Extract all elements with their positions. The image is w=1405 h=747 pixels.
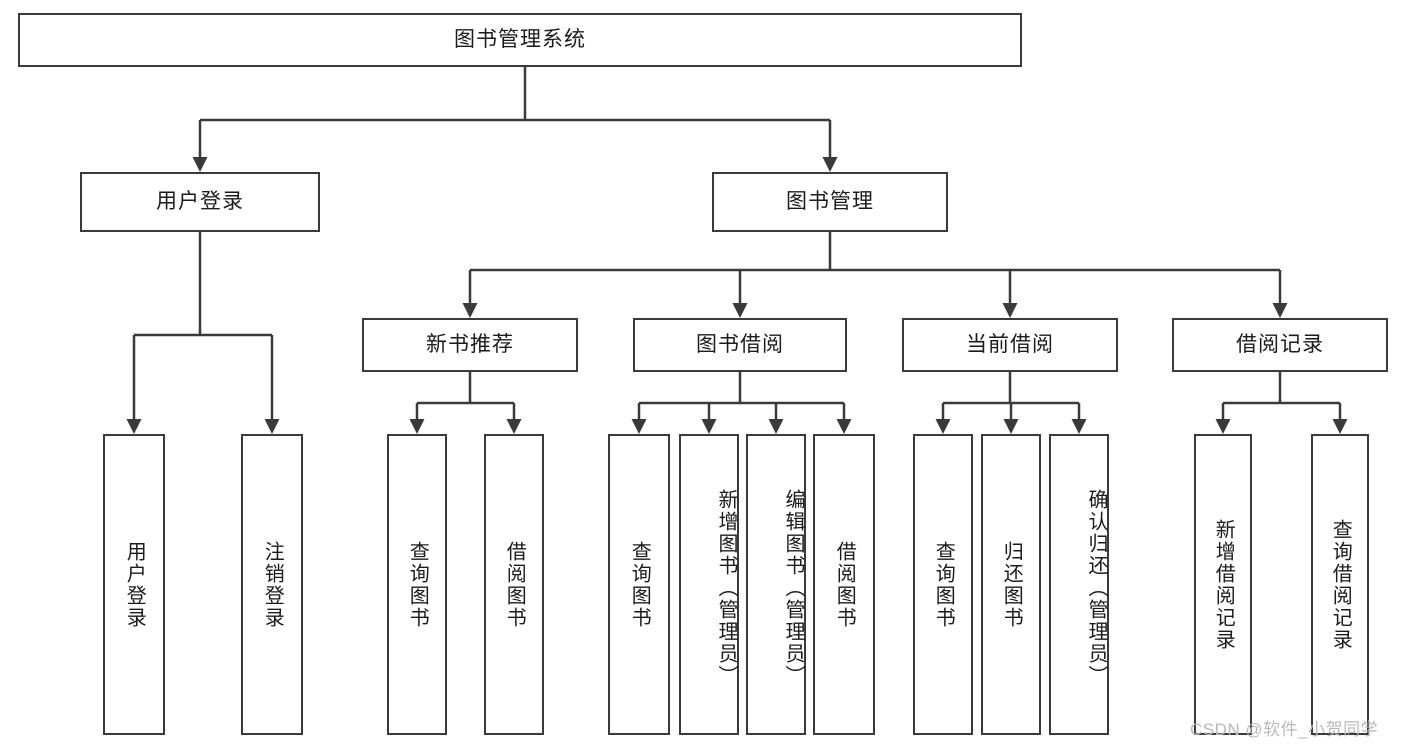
node-label-leaf-add-borrow-record: 新增借阅记录 bbox=[1212, 518, 1235, 651]
record-arrow-0-head bbox=[1215, 419, 1231, 434]
recommend-arrow-0-head bbox=[409, 419, 425, 434]
node-leaf-add-borrow-record[interactable]: 新增借阅记录 bbox=[1194, 434, 1252, 735]
record-arrow-1-head bbox=[1332, 419, 1348, 434]
book-mgmt-arrow-0-head bbox=[462, 303, 478, 318]
node-leaf-borrow-book-1[interactable]: 借阅图书 bbox=[484, 434, 544, 735]
node-leaf-query-book-3[interactable]: 查询图书 bbox=[913, 434, 973, 735]
node-label-leaf-confirm-return: 确认归还（管理员） bbox=[1085, 488, 1107, 687]
current-arrow-0-head bbox=[935, 419, 951, 434]
node-label-leaf-borrow-book-2: 借阅图书 bbox=[833, 540, 856, 629]
node-leaf-return-book[interactable]: 归还图书 bbox=[981, 434, 1041, 735]
root-arrow-0-head bbox=[192, 157, 208, 172]
node-current-borrow[interactable]: 当前借阅 bbox=[902, 318, 1118, 372]
node-book-management[interactable]: 图书管理 bbox=[712, 172, 948, 232]
borrow-arrow-1-head bbox=[701, 419, 717, 434]
node-leaf-query-book-2[interactable]: 查询图书 bbox=[608, 434, 670, 735]
node-label-leaf-query-book-2: 查询图书 bbox=[628, 540, 651, 629]
borrow-arrow-3-head bbox=[836, 419, 852, 434]
node-label-leaf-query-book-1: 查询图书 bbox=[406, 540, 429, 629]
node-leaf-user-login[interactable]: 用户登录 bbox=[103, 434, 165, 735]
recommend-arrow-1-head bbox=[506, 419, 522, 434]
current-arrow-2-head bbox=[1071, 419, 1087, 434]
current-arrow-1-head bbox=[1003, 419, 1019, 434]
borrow-arrow-2-head bbox=[768, 419, 784, 434]
node-leaf-add-book[interactable]: 新增图书（管理员） bbox=[679, 434, 739, 735]
node-label-leaf-query-borrow-record: 查询借阅记录 bbox=[1329, 518, 1352, 651]
node-label-leaf-user-login: 用户登录 bbox=[123, 540, 146, 629]
node-leaf-query-borrow-record[interactable]: 查询借阅记录 bbox=[1311, 434, 1369, 735]
node-label-user-login: 用户登录 bbox=[156, 190, 244, 214]
node-user-login[interactable]: 用户登录 bbox=[80, 172, 320, 232]
node-label-book-management: 图书管理 bbox=[786, 190, 874, 214]
node-new-book-recommend[interactable]: 新书推荐 bbox=[362, 318, 578, 372]
node-label-new-book-recommend: 新书推荐 bbox=[426, 333, 514, 357]
node-label-leaf-add-book: 新增图书（管理员） bbox=[715, 488, 737, 687]
book-mgmt-arrow-3-head bbox=[1272, 303, 1288, 318]
book-mgmt-arrow-2-head bbox=[1002, 303, 1018, 318]
node-label-leaf-borrow-book-1: 借阅图书 bbox=[503, 540, 526, 629]
node-label-leaf-return-book: 归还图书 bbox=[1000, 540, 1023, 629]
node-label-root: 图书管理系统 bbox=[454, 28, 586, 52]
node-label-leaf-logout: 注销登录 bbox=[261, 540, 284, 629]
node-label-borrow-record: 借阅记录 bbox=[1236, 333, 1324, 357]
user-login-arrow-1-head bbox=[264, 419, 280, 434]
node-leaf-edit-book[interactable]: 编辑图书（管理员） bbox=[746, 434, 806, 735]
node-label-leaf-edit-book: 编辑图书（管理员） bbox=[782, 488, 804, 687]
book-mgmt-arrow-1-head bbox=[732, 303, 748, 318]
node-label-leaf-query-book-3: 查询图书 bbox=[932, 540, 955, 629]
node-leaf-logout[interactable]: 注销登录 bbox=[241, 434, 303, 735]
node-book-borrow[interactable]: 图书借阅 bbox=[633, 318, 847, 372]
node-leaf-query-book-1[interactable]: 查询图书 bbox=[387, 434, 447, 735]
connector-lines bbox=[126, 67, 1348, 434]
node-root[interactable]: 图书管理系统 bbox=[18, 13, 1022, 67]
node-leaf-borrow-book-2[interactable]: 借阅图书 bbox=[813, 434, 875, 735]
node-leaf-confirm-return[interactable]: 确认归还（管理员） bbox=[1049, 434, 1109, 735]
user-login-arrow-0-head bbox=[126, 419, 142, 434]
node-label-book-borrow: 图书借阅 bbox=[696, 333, 784, 357]
root-arrow-1-head bbox=[822, 157, 838, 172]
borrow-arrow-0-head bbox=[631, 419, 647, 434]
node-label-current-borrow: 当前借阅 bbox=[966, 333, 1054, 357]
node-borrow-record[interactable]: 借阅记录 bbox=[1172, 318, 1388, 372]
csdn-watermark: CSDN @软件_小贺同学 bbox=[1190, 720, 1379, 739]
